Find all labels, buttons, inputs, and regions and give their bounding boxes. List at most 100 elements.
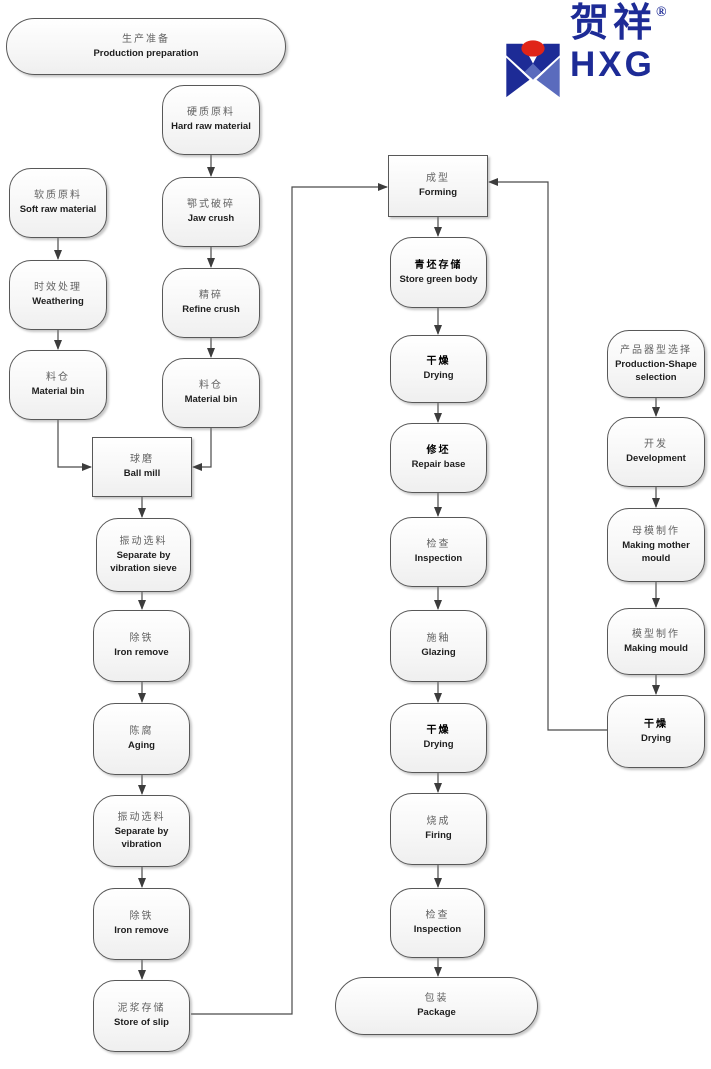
node-hard-raw-material: 硬质原料 Hard raw material [162,85,260,155]
node-label-en: Package [417,1007,456,1019]
node-repair-base: 修坯 Repair base [390,423,487,493]
node-label-en: Repair base [411,459,466,471]
node-glazing: 施釉 Glazing [390,610,487,682]
registered-trademark-symbol: ® [656,5,667,20]
edge-material-bin-2-to-ball-mill [192,428,212,471]
node-label-en: Forming [419,187,457,199]
node-drying-2: 干燥 Drying [390,703,487,773]
node-label-zh: 青坯存储 [414,259,463,271]
node-material-bin-2: 料仓 Material bin [162,358,260,428]
node-label-en: Drying [640,732,672,744]
node-label-zh: 施釉 [426,633,451,645]
node-label-zh: 时效处理 [34,282,82,294]
node-label-zh: 烧成 [426,816,451,828]
node-label-zh: 生产准备 [122,33,170,45]
node-label-en: Separate by vibration [114,826,169,850]
node-label-en: Material bin [184,394,238,406]
node-store-green-body: 青坯存储 Store green body [390,237,487,308]
node-label-zh: 硬质原料 [187,107,235,119]
node-label-en: Drying [423,370,454,382]
node-jaw-crush: 鄂式破碎 Jaw crush [162,177,260,247]
hxg-logo-mark-icon [506,40,560,98]
node-making-mother-mould: 母模制作 Making mother mould [607,508,705,582]
node-label-en: Inspection [413,924,462,936]
node-label-en: Glazing [421,647,456,659]
node-label-zh: 鄂式破碎 [187,199,235,211]
node-label-zh: 泥浆存储 [117,1003,166,1015]
node-material-bin-1: 料仓 Material bin [9,350,107,420]
node-label-en: Weathering [32,296,84,308]
node-inspection-1: 检查 Inspection [390,517,487,587]
brand-logo: 贺祥® HXG [504,2,667,106]
node-label-en: Drying [423,739,454,751]
node-development: 开发 Development [607,417,705,487]
node-label-en: Separate by vibration sieve [110,550,177,574]
node-label-zh: 料仓 [46,372,70,384]
node-firing: 烧成 Firing [390,793,487,865]
node-forming: 成型 Forming [388,155,488,217]
node-label-zh: 球磨 [130,454,154,466]
node-label-en: Development [626,453,686,465]
node-iron-remove-2: 除铁 Iron remove [93,888,190,960]
node-soft-raw-material: 软质原料 Soft raw material [9,168,107,238]
node-label-en: Inspection [414,553,463,565]
node-production-shape-selection: 产品器型选择 Production-Shape selection [607,330,705,398]
node-label-zh: 开发 [644,439,668,451]
node-separate-by-vibration: 振动选料 Separate by vibration [93,795,190,867]
node-label-en: Iron remove [114,647,169,659]
node-label-zh: 干燥 [644,718,668,730]
node-label-en: Iron remove [114,925,169,937]
node-label-zh: 除铁 [129,633,154,645]
node-label-zh: 干燥 [426,725,451,737]
node-label-en: Making mould [624,642,688,654]
node-label-zh: 振动选料 [117,812,166,824]
node-label-zh: 检查 [425,910,450,922]
node-label-en: Material bin [31,386,85,398]
node-separate-by-vibration-sieve: 振动选料 Separate by vibration sieve [96,518,191,592]
node-label-en: Store green body [399,273,478,285]
node-label-zh: 修坯 [426,445,451,457]
node-label-en: Production-Shape selection [615,359,697,383]
brand-logo-text: 贺祥® HXG [570,2,667,84]
node-label-zh: 陈腐 [129,726,154,738]
node-label-zh: 成型 [426,173,450,185]
node-inspection-2: 检查 Inspection [390,888,485,958]
node-label-en: Hard raw material [171,121,251,133]
node-label-zh: 检查 [426,539,451,551]
node-label-zh: 干燥 [426,356,451,368]
node-label-en: Jaw crush [187,213,235,225]
node-drying-1: 干燥 Drying [390,335,487,403]
node-label-zh: 软质原料 [34,190,82,202]
node-weathering: 时效处理 Weathering [9,260,107,330]
node-package: 包装 Package [335,977,538,1035]
node-label-en: Ball mill [123,468,161,480]
node-label-en: Firing [425,830,452,842]
node-ball-mill: 球磨 Ball mill [92,437,192,497]
node-label-en: Refine crush [182,304,240,316]
node-label-zh: 母模制作 [632,526,680,538]
node-label-zh: 模型制作 [632,628,680,640]
node-label-en: Soft raw material [19,204,97,216]
node-iron-remove-1: 除铁 Iron remove [93,610,190,682]
brand-chinese-name: 贺祥® [570,2,667,45]
node-label-en: Production preparation [93,47,199,59]
node-label-zh: 产品器型选择 [620,345,692,357]
node-label-zh: 包装 [424,993,449,1005]
edge-drying-3-to-forming [488,178,607,731]
node-refine-crush: 精碎 Refine crush [162,268,260,338]
node-label-en: Making mother mould [622,540,690,564]
brand-chinese-label: 贺祥 [570,2,657,45]
node-label-zh: 料仓 [199,380,223,392]
node-drying-3: 干燥 Drying [607,695,705,768]
node-label-zh: 除铁 [129,911,154,923]
node-production-preparation: 生产准备 Production preparation [6,18,286,75]
brand-latin-name: HXG [570,44,655,84]
edge-material-bin-1-to-ball-mill [57,420,92,471]
edge-store-of-slip-to-forming [191,183,388,1015]
node-label-zh: 振动选料 [119,536,168,548]
node-label-zh: 精碎 [199,290,223,302]
